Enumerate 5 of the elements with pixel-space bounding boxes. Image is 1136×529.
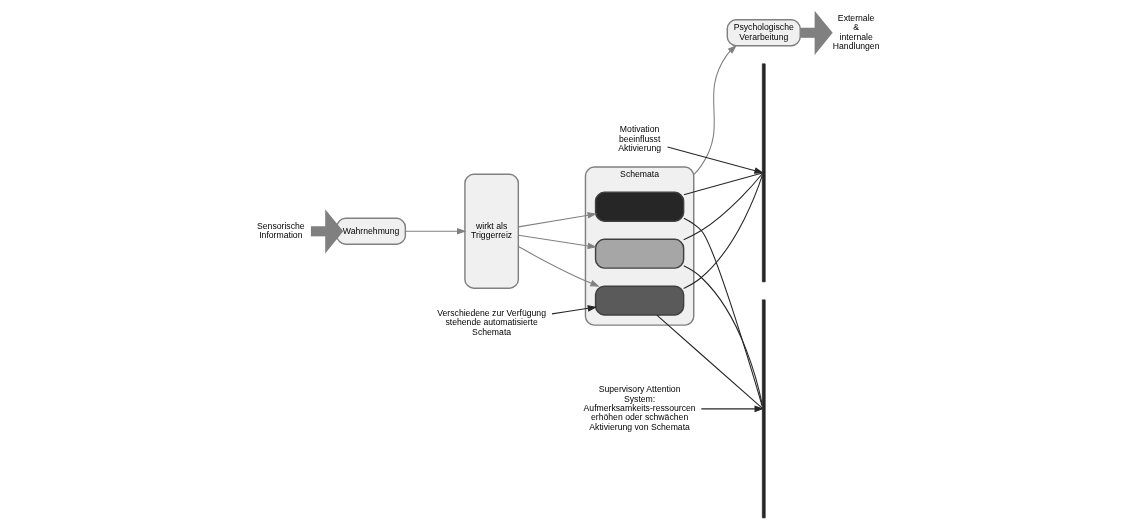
node-text: Externale & internale Handlungen [832, 12, 880, 52]
node-text: Verschiedene zur Verfügung stehende automatisierte Schemata [436, 307, 546, 337]
node-text: Sensorische Information [256, 220, 305, 241]
node-text: Supervisory Attention System: Aufmerksamkeits-ressourcen erhöhen oder schwächen Aktivierung von Schemata [583, 384, 696, 432]
node-text: Motivation beeinflusst Aktivierung [617, 124, 661, 154]
